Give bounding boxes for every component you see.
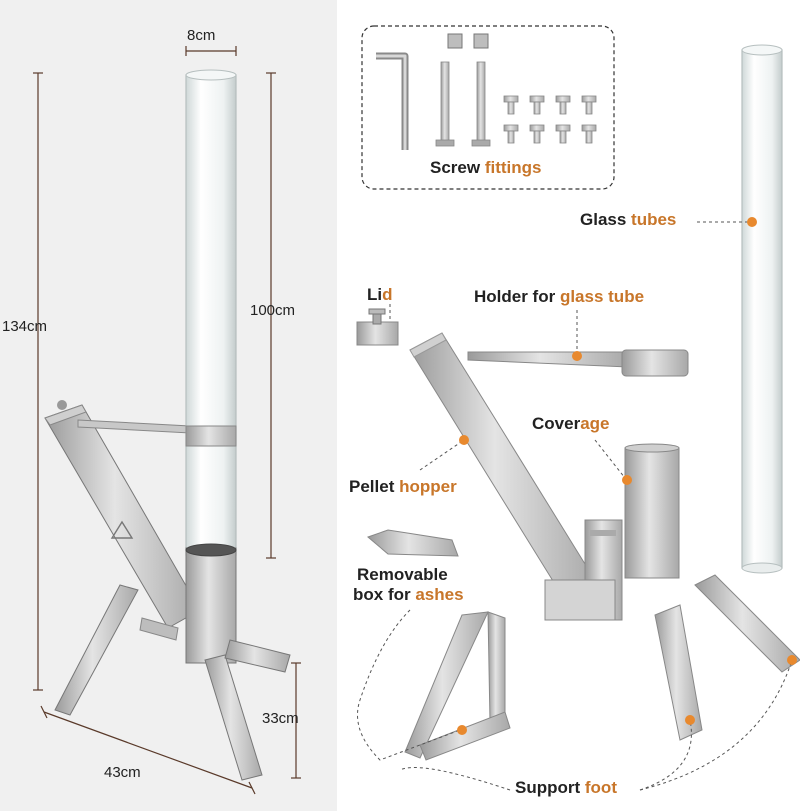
glass-tube-part bbox=[741, 44, 783, 574]
hot-warning-icon bbox=[110, 520, 134, 539]
coverage-dot bbox=[622, 475, 632, 485]
ash-box-part bbox=[367, 529, 459, 557]
screw-fittings-box bbox=[361, 25, 615, 190]
label-ash-box-line1: Removable bbox=[357, 565, 448, 584]
holder-dot bbox=[572, 351, 582, 361]
pellet-hopper-part bbox=[409, 332, 599, 603]
label-pellet-hopper: Pellet hopper bbox=[349, 477, 457, 496]
coverage-part bbox=[624, 443, 680, 579]
support-foot-dot-3 bbox=[787, 655, 797, 665]
label-screw-fittings: Screw fittings bbox=[430, 158, 542, 177]
label-lid: Lid bbox=[367, 285, 393, 304]
parts-view-panel bbox=[337, 0, 800, 811]
label-holder: Holder for glass tube bbox=[474, 287, 645, 306]
lid-part bbox=[356, 308, 399, 346]
holder-part bbox=[467, 349, 689, 377]
support-foot-dot-1 bbox=[457, 725, 467, 735]
support-foot-dot-2 bbox=[685, 715, 695, 725]
dim-depth-foot: 33cm bbox=[262, 710, 299, 727]
burner-box-part bbox=[544, 519, 623, 621]
dim-width-top: 8cm bbox=[187, 27, 216, 44]
label-support-foot: Support foot bbox=[515, 778, 617, 797]
support-foot-parts bbox=[404, 574, 800, 761]
pellet-hopper-dot bbox=[459, 435, 469, 445]
dim-height-tube: 100cm bbox=[250, 302, 296, 319]
assembled-view-panel bbox=[0, 0, 337, 811]
label-ash-box-line2: box for ashes bbox=[353, 585, 464, 604]
dimension-lines bbox=[33, 46, 301, 795]
assembled-stove bbox=[44, 69, 291, 781]
leader-lines bbox=[357, 221, 793, 791]
label-glass-tubes: Glass tubes bbox=[580, 210, 677, 229]
screw-fittings bbox=[376, 33, 597, 150]
callout-dots bbox=[457, 217, 797, 735]
label-coverage: Coverage bbox=[532, 414, 610, 433]
dim-width-base: 43cm bbox=[104, 764, 141, 781]
dim-height-total: 134cm bbox=[2, 318, 48, 335]
glass-tubes-dot bbox=[747, 217, 757, 227]
